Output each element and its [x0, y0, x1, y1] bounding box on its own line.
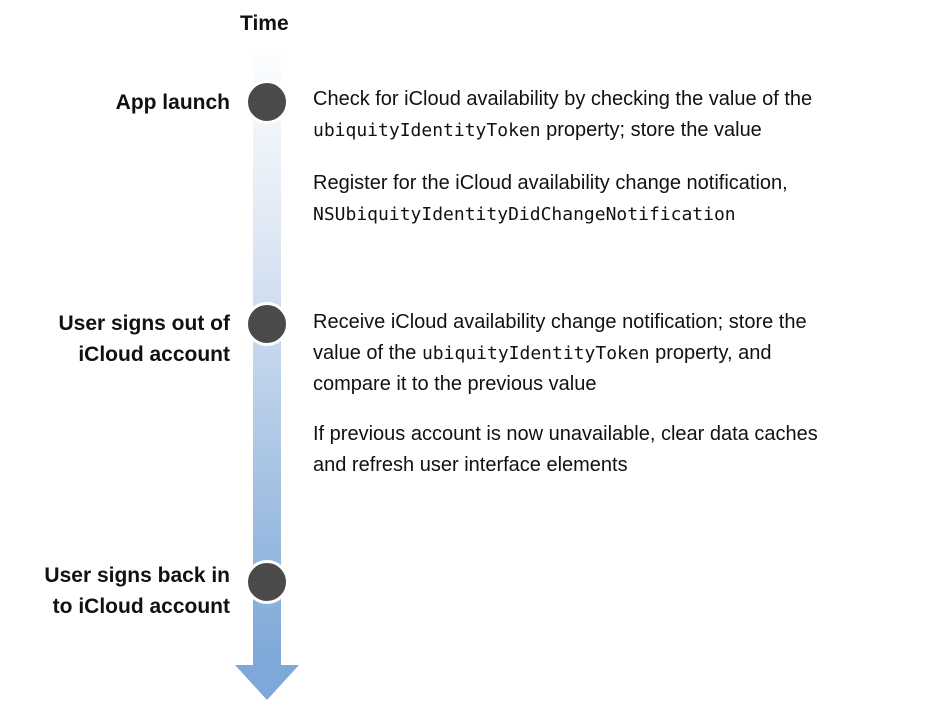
note-register-notification: Register for the iCloud availability cha… — [313, 168, 838, 230]
event-label-sign-back-in: User signs back in to iCloud account — [0, 560, 230, 622]
event-label-line: User signs back in — [44, 564, 230, 587]
event-label-line: to iCloud account — [52, 595, 230, 618]
timeline-dot-sign-back-in — [245, 560, 289, 604]
event-label-line: App launch — [115, 91, 230, 114]
note-text: Check for iCloud availability by checkin… — [313, 88, 813, 110]
note-text: If previous account is now unavailable, … — [313, 423, 818, 476]
timeline-dot-sign-out — [245, 302, 289, 346]
note-check-availability: Check for iCloud availability by checkin… — [313, 84, 838, 146]
code-did-change-notification: NSUbiquityIdentityDidChangeNotification — [313, 204, 736, 225]
note-clear-caches: If previous account is now unavailable, … — [313, 419, 838, 481]
note-text: property; store the value — [540, 119, 762, 141]
event-label-line: iCloud account — [78, 343, 230, 366]
timeline-arrowhead-icon — [235, 665, 299, 700]
note-text: Register for the iCloud availability cha… — [313, 172, 788, 194]
event-label-line: User signs out of — [58, 312, 230, 335]
note-text: property, and compare it to the previous… — [313, 342, 772, 395]
code-ubiquity-identity-token: ubiquityIdentityToken — [313, 120, 541, 141]
timeline-dot-app-launch — [245, 80, 289, 124]
time-axis-label: Time — [240, 12, 289, 35]
note-receive-notification: Receive iCloud availability change notif… — [313, 307, 838, 400]
code-ubiquity-identity-token: ubiquityIdentityToken — [421, 343, 650, 364]
note-text: Receive iCloud availability change notif… — [313, 311, 807, 364]
event-label-sign-out: User signs out of iCloud account — [0, 308, 230, 370]
event-label-app-launch: App launch — [0, 87, 230, 118]
